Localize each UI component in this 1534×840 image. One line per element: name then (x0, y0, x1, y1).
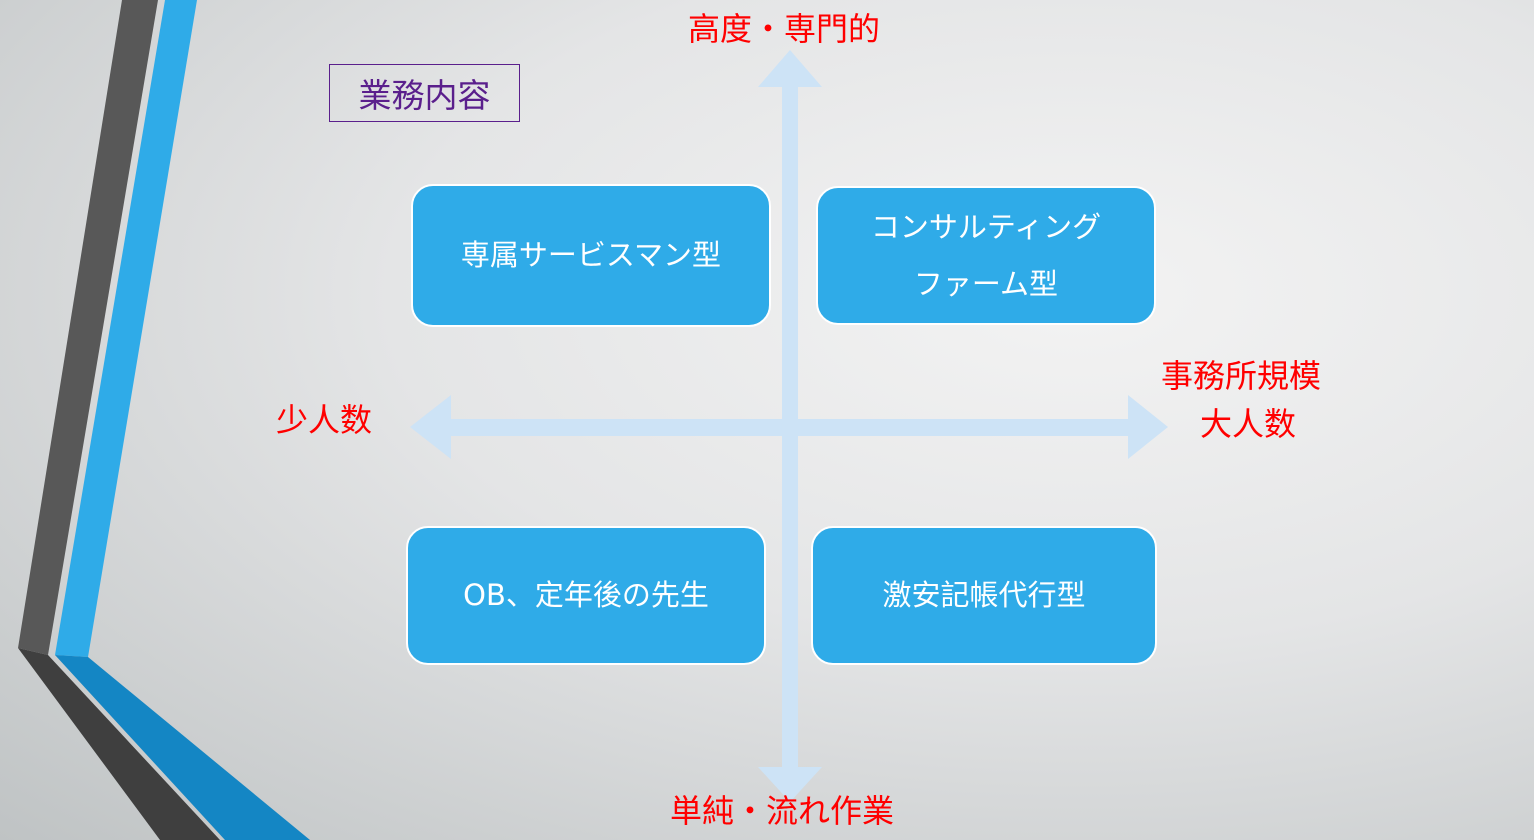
quadrant-label: 激安記帳代行型 (882, 578, 1086, 612)
axis-label-bottom: 単純・流れ作業 (670, 792, 895, 830)
arrow-left-head (410, 395, 451, 459)
arrow-right-head (1128, 395, 1168, 459)
quadrant-label: ファーム型 (913, 266, 1059, 301)
axis-label-right-2: 大人数 (1200, 405, 1297, 443)
quadrant-top-left: 専属サービスマン型 (411, 184, 771, 327)
slide-title: 業務内容 (329, 64, 520, 122)
axis-label-right-1: 事務所規模 (1161, 357, 1322, 395)
quadrant-top-right: コンサルティング ファーム型 (816, 186, 1156, 325)
horizontal-axis-shaft (448, 419, 1130, 436)
quadrant-bottom-right: 激安記帳代行型 (811, 526, 1157, 665)
quadrant-label: コンサルティング (870, 209, 1102, 244)
quadrant-bottom-left: OB、定年後の先生 (406, 526, 766, 665)
quadrant-label: 専属サービスマン型 (460, 238, 722, 272)
quadrant-label: OB、定年後の先生 (463, 578, 709, 612)
axis-label-left: 少人数 (276, 401, 373, 439)
arrow-down-head (758, 767, 822, 802)
arrow-up-head (758, 50, 822, 87)
axis-label-top: 高度・専門的 (688, 10, 881, 48)
